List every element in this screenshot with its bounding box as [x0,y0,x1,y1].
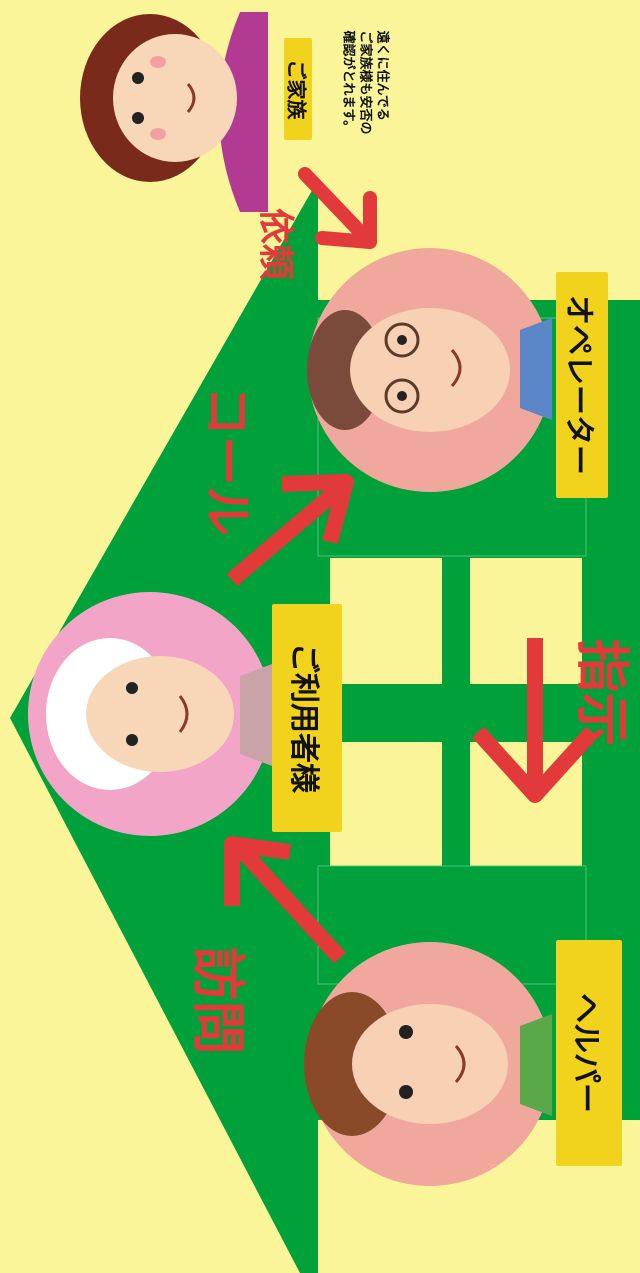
instruct-text: 指示 [570,638,634,746]
visit-text: 訪問 [186,946,250,1054]
user-avatar [28,592,272,836]
user-label: ご利用者様 [272,604,342,832]
family-note-line-2: ご家族様も安否の [357,30,373,135]
family-avatar [80,12,268,212]
helper-avatar [304,942,552,1186]
request-arrow [298,167,377,249]
family-note-line-3: 確認がとれます。 [340,30,356,134]
call-arrow [226,474,354,587]
operator-label: オペレーター [556,272,608,498]
operator-avatar [307,248,552,492]
call-text: コール [198,386,256,536]
visit-arrow [224,836,346,964]
family-label: ご家族 [284,38,312,140]
family-note: 遠くに住んでる ご家族様も安否の 確認がとれます。 [325,0,405,165]
family-note-line-1: 遠くに住んでる [374,30,390,121]
instruct-arrow [472,638,598,803]
helper-label: ヘルパー [556,940,622,1166]
request-text: 依頼 [255,207,297,281]
